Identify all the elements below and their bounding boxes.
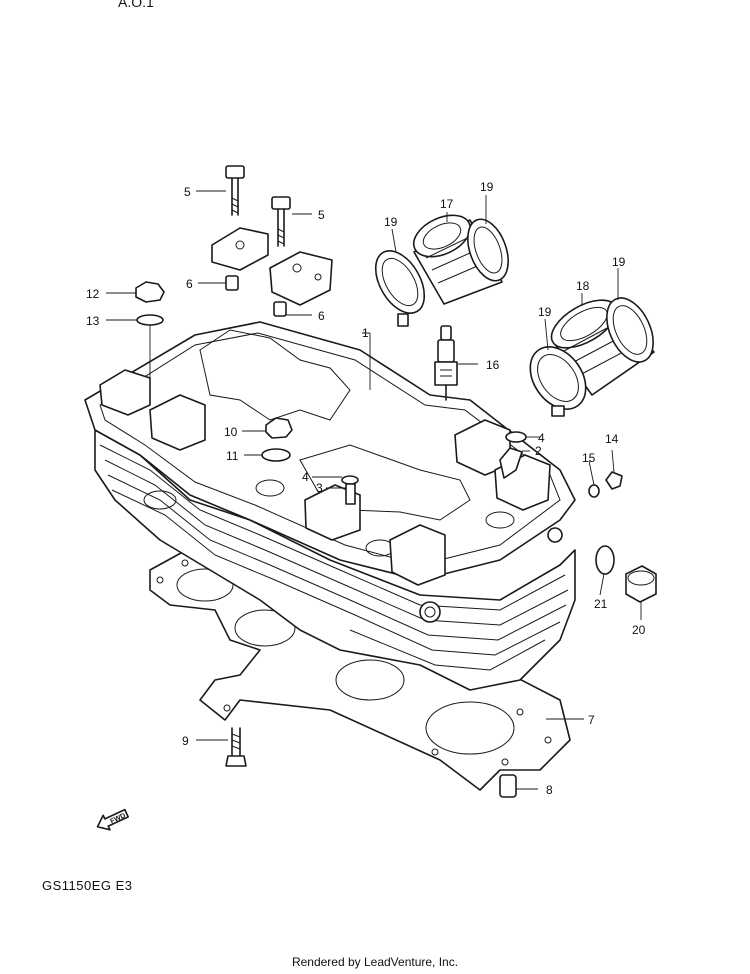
callout-11: 11 — [226, 449, 239, 463]
callout-16: 16 — [486, 358, 500, 372]
gasket-21[interactable] — [595, 545, 615, 575]
cap-nut-10[interactable] — [265, 417, 293, 439]
page-corner-mark: A.O.1 — [118, 0, 154, 10]
screw-14[interactable] — [605, 471, 623, 490]
callout-3: 3 — [316, 481, 323, 495]
fwd-arrow-icon: FWD — [96, 808, 129, 831]
callout-21: 21 — [594, 597, 608, 611]
callout-5-right: 5 — [318, 208, 325, 222]
union-fitting-2[interactable] — [499, 447, 523, 479]
callout-5-left: 5 — [184, 185, 191, 199]
callout-1: 1 — [362, 326, 369, 340]
footer-credit: Rendered by LeadVenture, Inc. — [291, 955, 459, 969]
callout-8: 8 — [546, 783, 553, 797]
dowel-pin-6-left[interactable] — [225, 275, 239, 291]
callout-19-b: 19 — [384, 215, 398, 229]
cylinder-head[interactable] — [84, 321, 576, 691]
callout-19-c: 19 — [612, 255, 626, 269]
model-code: GS1150EG E3 — [42, 878, 133, 893]
dowel-pin-8[interactable] — [499, 774, 517, 798]
plug-20[interactable] — [625, 565, 657, 603]
cap-nut-12[interactable] — [135, 281, 165, 303]
cylinder-head-gasket[interactable] — [149, 539, 571, 791]
intake-pipe-clamp-19-b[interactable] — [366, 243, 435, 327]
intake-pipe-clamp-19-d[interactable] — [519, 336, 597, 419]
callout-19-a: 19 — [480, 180, 494, 194]
callout-12: 12 — [86, 287, 100, 301]
callout-10: 10 — [224, 425, 238, 439]
callout-19-d: 19 — [538, 305, 552, 319]
callout-17: 17 — [440, 197, 454, 211]
callout-18: 18 — [576, 279, 590, 293]
spark-plug-16[interactable] — [434, 325, 458, 401]
dowel-pin-6-right[interactable] — [273, 301, 287, 317]
washer-11[interactable] — [261, 448, 291, 462]
callout-13: 13 — [86, 314, 100, 328]
washer-13[interactable] — [136, 314, 164, 326]
leader-lines — [106, 190, 642, 790]
callout-labels: 1 2 3 4 4 5 5 6 6 7 8 9 10 11 12 13 14 1… — [86, 180, 646, 797]
o-ring-4-left[interactable] — [341, 475, 359, 485]
camshaft-holder-right[interactable] — [269, 251, 333, 306]
intake-pipe-clamp-19-a[interactable] — [460, 214, 516, 286]
callout-15: 15 — [582, 451, 596, 465]
stud-bolt-9[interactable] — [225, 727, 247, 767]
callout-7: 7 — [588, 713, 595, 727]
callout-6-left: 6 — [186, 277, 193, 291]
intake-pipe-clamp-19-c[interactable] — [598, 291, 663, 370]
camshaft-holder-left[interactable] — [211, 227, 269, 271]
fwd-label: FWD — [109, 812, 126, 825]
callout-14: 14 — [605, 432, 619, 446]
o-ring-4-right[interactable] — [505, 431, 527, 443]
callout-4-left: 4 — [302, 470, 309, 484]
callout-6-right: 6 — [318, 309, 325, 323]
callout-2: 2 — [535, 444, 542, 458]
callout-9: 9 — [182, 734, 189, 748]
bolt-5-right[interactable] — [271, 196, 291, 247]
callout-20: 20 — [632, 623, 646, 637]
bolt-3[interactable] — [345, 483, 356, 505]
callout-4-right: 4 — [538, 431, 545, 445]
bolt-5-left[interactable] — [225, 165, 245, 216]
washer-15[interactable] — [588, 484, 600, 498]
